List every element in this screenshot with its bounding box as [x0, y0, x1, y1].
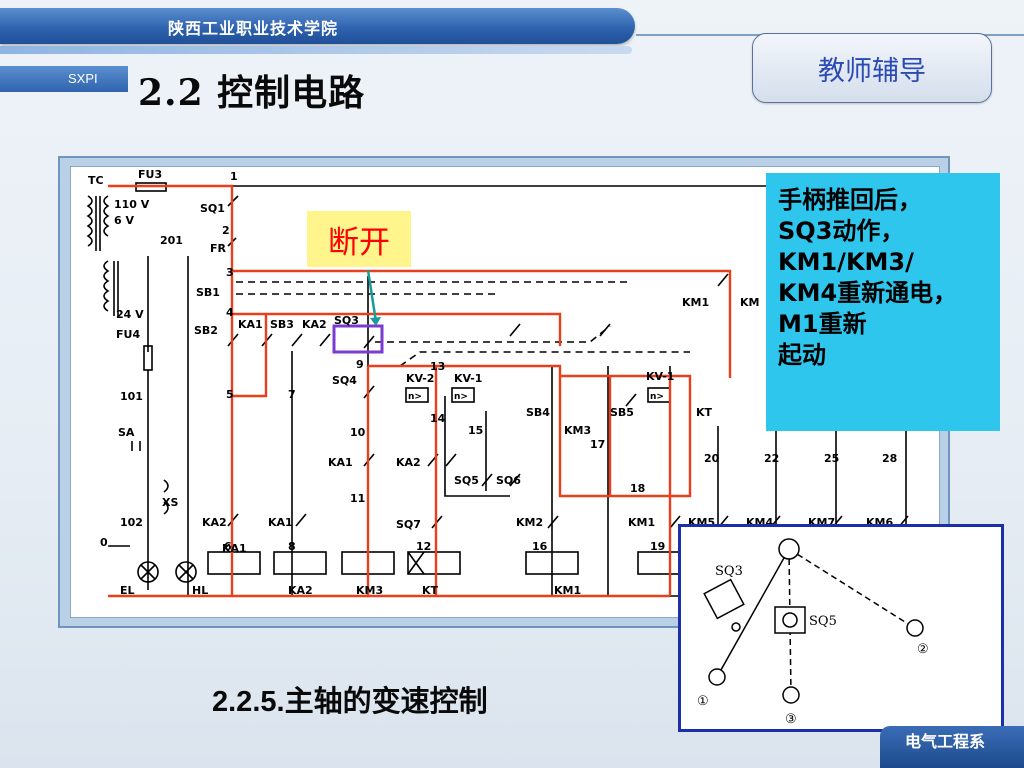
- teacher-guide-button[interactable]: 教师辅导: [752, 33, 992, 103]
- label-0: 0: [100, 536, 108, 549]
- mech-pos-1: ①: [697, 694, 709, 709]
- label-sq6: SQ6: [496, 474, 521, 487]
- mech-sq3: SQ3: [715, 564, 743, 579]
- label-sq3: SQ3: [334, 314, 359, 327]
- label-kv1: KV-1: [454, 372, 482, 385]
- coil-ka2: KA2: [288, 584, 313, 597]
- node-8: 8: [288, 540, 296, 553]
- note-line: KM4重新通电，: [778, 279, 958, 307]
- label-sa: SA: [118, 426, 135, 439]
- subtitle-number: 2.2.5.: [212, 686, 285, 718]
- coil-ka1: KA1: [222, 542, 247, 555]
- control-circuit-diagram: TC FU3 110 V 6 V 201 24 V FU4 101 SA XS …: [86, 168, 909, 598]
- subtitle-text: 主轴的变速控制: [284, 684, 488, 718]
- node-7: 7: [288, 388, 296, 401]
- node-10: 10: [350, 426, 366, 439]
- label-ka1-a: KA1: [238, 318, 263, 331]
- lever-mechanism-diagram: SQ3 SQ5 ① ② ③: [697, 538, 929, 727]
- label-ka1-c: KA1: [268, 516, 293, 529]
- label-el: EL: [120, 584, 135, 597]
- label-km3: KM3: [564, 424, 591, 437]
- node-20: 20: [704, 452, 720, 465]
- label-xs: XS: [162, 496, 178, 509]
- relay-kv1-b: n>: [650, 392, 664, 402]
- label-fu4: FU4: [116, 328, 140, 341]
- label-kv2: KV-2: [406, 372, 434, 385]
- label-sb2: SB2: [194, 324, 218, 337]
- node-28: 28: [882, 452, 897, 465]
- header-accent: [0, 46, 632, 54]
- label-201: 201: [160, 234, 183, 247]
- node-12: 12: [416, 540, 431, 553]
- node-15: 15: [468, 424, 483, 437]
- coil-kt: KT: [422, 584, 439, 597]
- node-3: 3: [226, 266, 234, 279]
- label-ka2-a: KA2: [302, 318, 327, 331]
- mech-pos-2: ②: [917, 642, 929, 657]
- label-fu3: FU3: [138, 168, 162, 181]
- label-102: 102: [120, 516, 143, 529]
- label-101: 101: [120, 390, 143, 403]
- node-6: 6: [224, 540, 232, 553]
- note-line: 起动: [778, 341, 826, 369]
- node-11: 11: [350, 492, 365, 505]
- node-2: 2: [222, 224, 230, 237]
- node-22: 22: [764, 452, 779, 465]
- label-sb4: SB4: [526, 406, 550, 419]
- note-line: M1重新: [778, 310, 867, 338]
- note-line: SQ3动作，: [778, 217, 905, 245]
- sxpi-label: SXPI: [68, 71, 98, 86]
- section-subtitle: 2.2.5.主轴的变速控制: [212, 678, 488, 720]
- footer-brand: 电气工程系: [905, 732, 986, 751]
- note-line: KM1/KM3/: [778, 248, 914, 276]
- label-sb3: SB3: [270, 318, 294, 331]
- node-4: 4: [226, 306, 234, 319]
- school-name: 陕西工业职业技术学院: [168, 19, 339, 38]
- header-bar: [0, 8, 635, 44]
- label-km2: KM2: [516, 516, 543, 529]
- node-13: 13: [430, 360, 445, 373]
- label-sb1: SB1: [196, 286, 220, 299]
- footer-brand-bar: [880, 726, 1024, 768]
- break-callout: 断开: [307, 211, 411, 267]
- label-hl: HL: [192, 584, 208, 597]
- label-sq1: SQ1: [200, 202, 225, 215]
- label-ka2-b: KA2: [396, 456, 421, 469]
- label-sq5: SQ5: [454, 474, 479, 487]
- label-km1-a: KM1: [682, 296, 709, 309]
- node-9: 9: [356, 358, 364, 371]
- label-ka2-c: KA2: [202, 516, 227, 529]
- label-km1-b: KM1: [628, 516, 655, 529]
- node-1: 1: [230, 170, 238, 183]
- node-25: 25: [824, 452, 839, 465]
- label-tc: TC: [88, 174, 104, 187]
- node-14: 14: [430, 412, 446, 425]
- label-kv1-b: KV-1: [646, 370, 674, 383]
- sxpi-bar: [0, 66, 128, 92]
- label-110v: 110 V: [114, 198, 150, 211]
- coil-km1: KM1: [554, 584, 581, 597]
- node-5: 5: [226, 388, 234, 401]
- node-18: 18: [630, 482, 645, 495]
- label-fr: FR: [210, 242, 227, 255]
- mech-pos-3: ③: [785, 712, 797, 727]
- relay-kv2: n>: [408, 392, 422, 402]
- label-sq4: SQ4: [332, 374, 357, 387]
- node-19: 19: [650, 540, 665, 553]
- page-title: 2.2 控制电路: [138, 72, 366, 114]
- label-kt: KT: [696, 406, 713, 419]
- label-6v: 6 V: [114, 214, 134, 227]
- relay-kv1: n>: [454, 392, 468, 402]
- label-ka1-b: KA1: [328, 456, 353, 469]
- mech-sq5: SQ5: [809, 614, 837, 629]
- label-sq7: SQ7: [396, 518, 421, 531]
- explanation-note: 手柄推回后， SQ3动作， KM1/KM3/ KM4重新通电， M1重新 起动: [766, 173, 1000, 431]
- label-24v: 24 V: [116, 308, 144, 321]
- label-km: KM: [740, 296, 759, 309]
- note-line: 手柄推回后，: [778, 186, 922, 214]
- coil-km3: KM3: [356, 584, 383, 597]
- node-17: 17: [590, 438, 605, 451]
- node-16: 16: [532, 540, 548, 553]
- label-sb5: SB5: [610, 406, 634, 419]
